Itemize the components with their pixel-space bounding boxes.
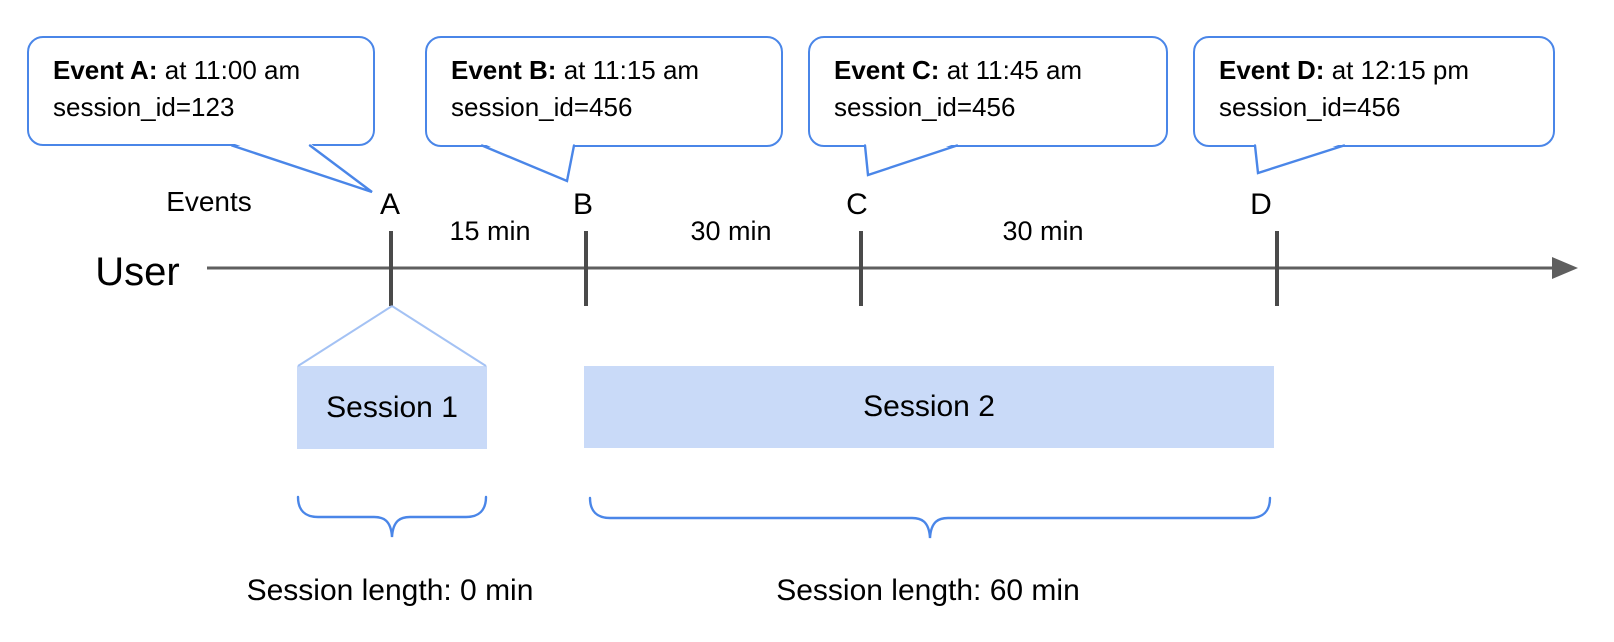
event-d-line1: Event D: at 12:15 pm bbox=[1219, 52, 1553, 89]
session-1-box: Session 1 bbox=[297, 366, 487, 449]
event-mark-c: C bbox=[846, 188, 868, 221]
timeline-arrowhead-icon bbox=[1552, 257, 1578, 279]
interval-a-b-label: 15 min bbox=[449, 216, 531, 246]
event-a-session-id: session_id=123 bbox=[53, 92, 235, 122]
interval-c-d-label: 30 min bbox=[1002, 216, 1084, 246]
event-a-line1: Event A: at 11:00 am bbox=[53, 52, 373, 89]
event-d-time: at 12:15 pm bbox=[1331, 55, 1470, 85]
funnel-line-right bbox=[391, 305, 487, 367]
event-c-session-id: session_id=456 bbox=[834, 92, 1016, 122]
event-a-bubble-tail bbox=[230, 143, 373, 194]
event-d-bubble-tail bbox=[1253, 143, 1346, 175]
event-c-bubble-tail bbox=[863, 143, 959, 177]
event-a-title: Event A: bbox=[53, 55, 158, 85]
event-mark-d: D bbox=[1250, 188, 1272, 221]
event-d-session-id: session_id=456 bbox=[1219, 92, 1401, 122]
session-1-length-label: Session length: 0 min bbox=[246, 574, 534, 607]
funnel-line-left bbox=[297, 305, 393, 367]
interval-b-c-label: 30 min bbox=[690, 216, 772, 246]
event-mark-a: A bbox=[379, 188, 400, 221]
session-2-label: Session 2 bbox=[863, 390, 995, 423]
event-a-time: at 11:00 am bbox=[164, 55, 301, 85]
user-row-label: User bbox=[95, 250, 180, 294]
event-c-time: at 11:45 am bbox=[946, 55, 1083, 85]
session-2-box: Session 2 bbox=[584, 366, 1274, 448]
session-2-length-label: Session length: 60 min bbox=[776, 574, 1080, 607]
event-b-time: at 11:15 am bbox=[563, 55, 700, 85]
events-row-label: Events bbox=[166, 186, 252, 217]
event-d-bubble: Event D: at 12:15 pm session_id=456 bbox=[1193, 36, 1555, 147]
event-d-title: Event D: bbox=[1219, 55, 1325, 85]
event-a-bubble: Event A: at 11:00 am session_id=123 bbox=[27, 36, 375, 146]
event-b-session-id: session_id=456 bbox=[451, 92, 633, 122]
event-b-title: Event B: bbox=[451, 55, 557, 85]
event-mark-b: B bbox=[572, 188, 593, 221]
event-b-bubble: Event B: at 11:15 am session_id=456 bbox=[425, 36, 783, 147]
session-1-brace bbox=[296, 495, 488, 538]
event-c-line1: Event C: at 11:45 am bbox=[834, 52, 1166, 89]
event-b-bubble-tail bbox=[480, 143, 576, 183]
session-1-label: Session 1 bbox=[326, 390, 458, 424]
session-2-brace bbox=[588, 496, 1272, 539]
event-c-bubble: Event C: at 11:45 am session_id=456 bbox=[808, 36, 1168, 147]
event-b-line1: Event B: at 11:15 am bbox=[451, 52, 781, 89]
event-c-title: Event C: bbox=[834, 55, 940, 85]
